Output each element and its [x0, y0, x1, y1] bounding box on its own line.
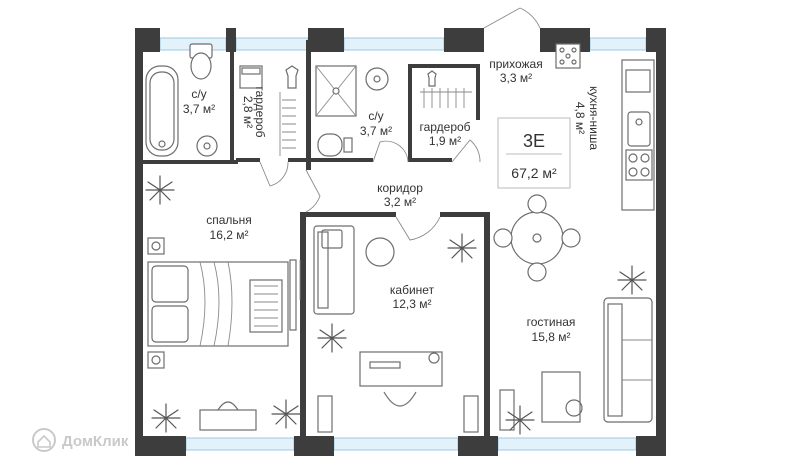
doors: [259, 7, 541, 300]
study-area: 12,3 м²: [393, 297, 432, 311]
chair-icon: [217, 401, 239, 411]
sink-2-icon: [365, 67, 389, 91]
bed-icon: [147, 261, 289, 347]
study-name: кабинет: [390, 283, 435, 297]
armchair-icon: [541, 371, 581, 423]
sink-icon: [196, 135, 218, 157]
plant-icon: [447, 233, 477, 263]
kitchen-area: 4,8 м²: [573, 102, 587, 134]
plant-icon: [151, 403, 181, 433]
pillow-icon: [151, 265, 189, 303]
bath2-door: [372, 140, 409, 163]
blanket-icon: [249, 279, 283, 333]
washing-machine-icon: [239, 65, 263, 89]
chair-icon: [527, 262, 547, 282]
corridor-area: 3,2 м²: [384, 195, 416, 209]
wardrobe2-door: [451, 139, 481, 163]
study-desk-icon: [359, 351, 443, 387]
plants: [145, 175, 647, 435]
wardrobe1-fixtures: [239, 65, 299, 156]
shoe-rack-icon: [555, 43, 581, 69]
nightstand-icon: [147, 351, 165, 369]
plant-icon: [617, 265, 647, 295]
living-area: 15,8 м²: [532, 330, 571, 344]
dining-set: [493, 194, 581, 282]
fridge-icon: [625, 69, 651, 93]
tshirt-icon: [285, 65, 299, 89]
chair-icon: [527, 194, 547, 214]
hanger-icon: [427, 70, 437, 87]
apartment-type: 3Е: [523, 131, 545, 151]
lamp-icon: [428, 352, 440, 364]
nightstand-icon: [147, 237, 165, 255]
office-chair-icon: [383, 391, 417, 407]
bath1-area: 3,7 м²: [183, 102, 215, 116]
wardrobe2-area: 1,9 м²: [429, 134, 461, 148]
kitchen-sink-icon: [627, 111, 651, 147]
bathtub-icon: [145, 65, 179, 157]
side-table-icon: [365, 237, 395, 267]
hall-name: прихожая: [489, 57, 542, 71]
bath2-fixtures: [315, 65, 389, 157]
corridor-name: коридор: [377, 181, 423, 195]
living-name: гостиная: [527, 315, 576, 329]
wardrobe2-name: гардероб: [419, 120, 470, 134]
bath1-name: с/у: [191, 87, 206, 101]
hob-icon: [625, 149, 653, 181]
apartment-area: 67,2 м²: [511, 165, 557, 181]
shelf-icon: [463, 395, 479, 433]
living-fixtures: [499, 297, 653, 431]
window-top-4: [589, 37, 647, 51]
wardrobe1-door: [259, 161, 289, 187]
window-bottom-1: [185, 437, 295, 451]
study-sofa-icon: [313, 225, 355, 315]
bedroom-area: 16,2 м²: [210, 228, 249, 242]
wardrobe2-fixtures: [420, 70, 472, 108]
toilet-2-icon: [317, 133, 343, 157]
bedroom-name: спальня: [206, 213, 252, 227]
walls: [135, 28, 666, 456]
tv-stand-icon: [499, 389, 515, 431]
chair-icon: [493, 228, 513, 248]
dining-table-icon: [510, 211, 564, 265]
kitchen-name: кухня-ниша: [587, 86, 601, 150]
bedroom-fixtures: [147, 237, 297, 431]
plant-icon: [317, 323, 347, 353]
study-door: [395, 216, 441, 241]
window-top-3: [343, 37, 445, 51]
hall-area: 3,3 м²: [500, 71, 532, 85]
desk-icon: [199, 409, 257, 431]
domclick-logo-icon: [32, 428, 56, 452]
shelf-icon: [317, 395, 333, 433]
window-top-2: [235, 37, 309, 51]
apartment-badge-box: [497, 117, 571, 189]
hall-fixtures: [555, 43, 581, 69]
room-labels: с/у 3,7 м² гардероб 2,8 м² с/у 3,7 м² га…: [183, 57, 601, 344]
bath2-area: 3,7 м²: [360, 124, 392, 138]
window-bottom-3: [497, 437, 637, 451]
wardrobe1-area: 2,8 м²: [241, 96, 255, 128]
bath2-name: с/у: [368, 109, 383, 123]
pillow-icon: [151, 305, 189, 343]
plant-icon: [145, 175, 175, 205]
plant-icon: [271, 399, 301, 429]
tv-icon: [289, 259, 297, 331]
kitchen-fixtures: [621, 59, 655, 211]
wardrobe1-name: гардероб: [253, 86, 267, 137]
plant-icon: [505, 405, 535, 435]
kitchen-counter: [621, 59, 655, 211]
chair-icon: [561, 228, 581, 248]
entry-door: [483, 7, 541, 29]
bedroom-door: [305, 169, 321, 213]
watermark-text: ДомКлик: [62, 433, 129, 450]
watermark: ДомКлик: [32, 428, 129, 452]
study-fixtures: [313, 225, 479, 433]
window-bottom-2: [333, 437, 459, 451]
sofa-icon: [603, 297, 653, 423]
bath1-fixtures: [145, 43, 218, 157]
